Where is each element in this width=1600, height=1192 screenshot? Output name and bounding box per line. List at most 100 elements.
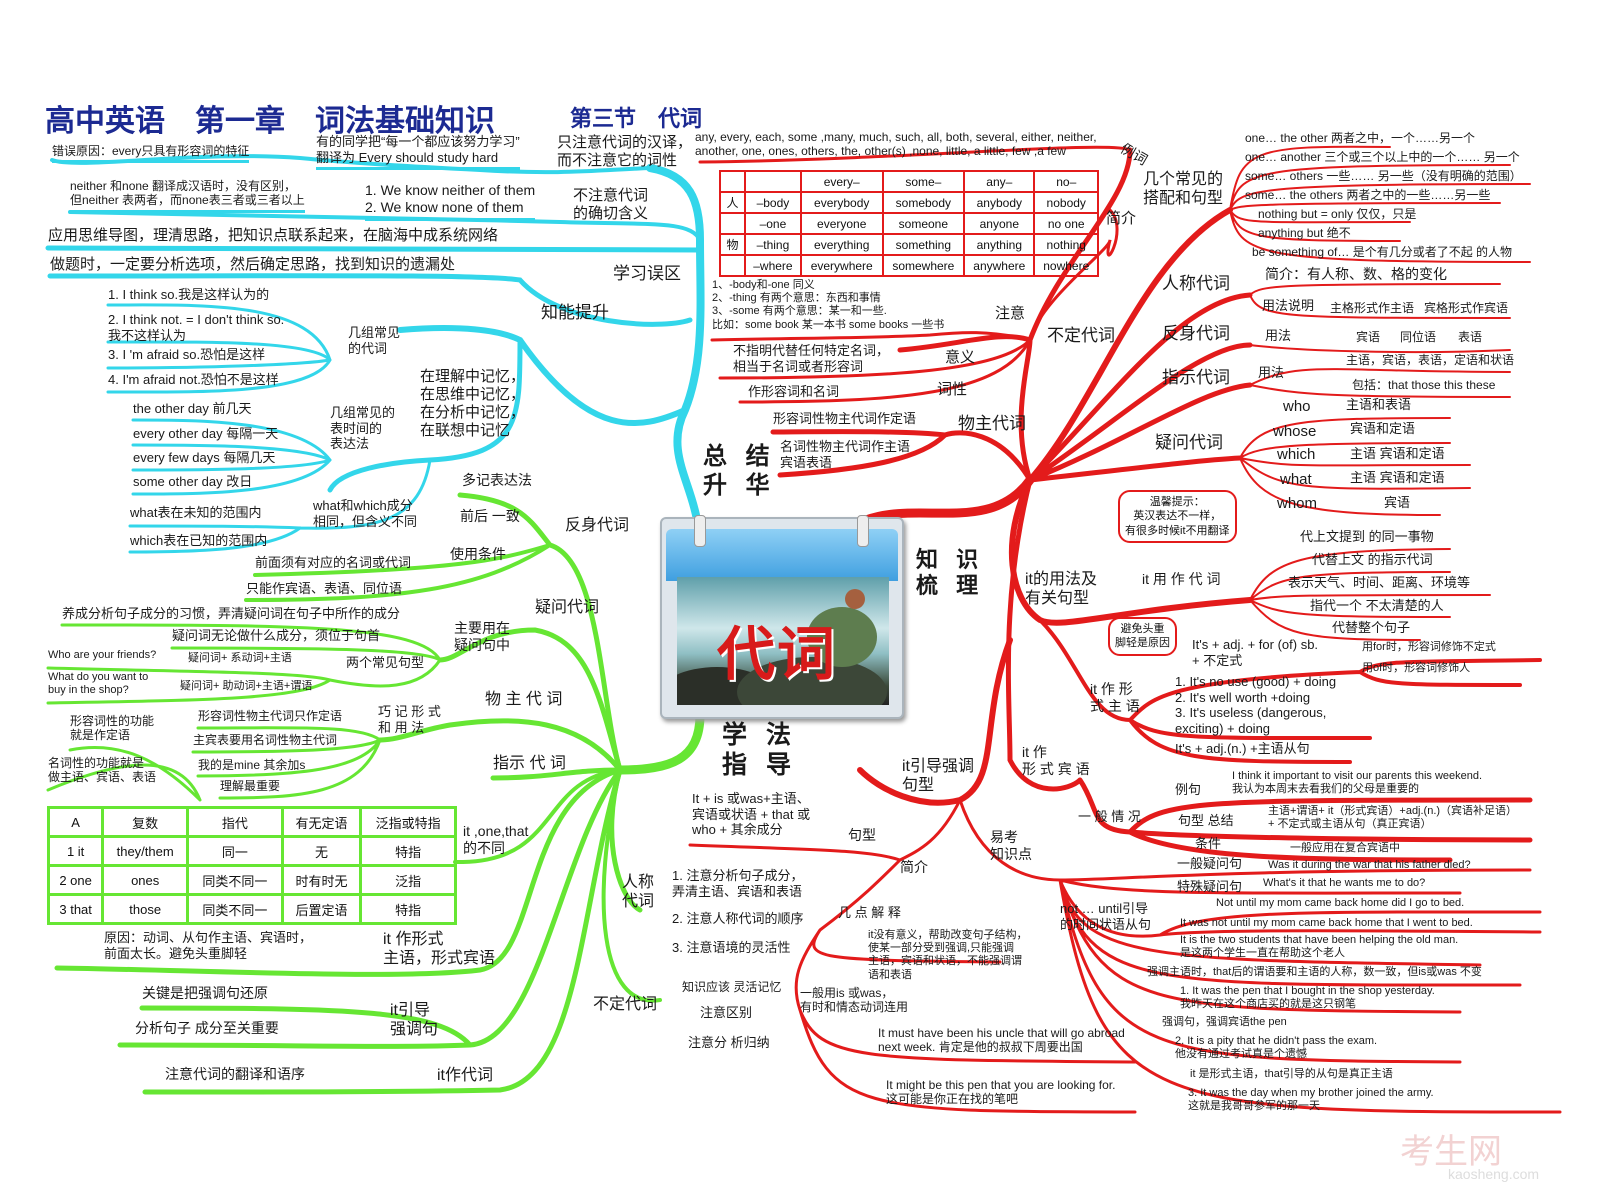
table-cell: somebody: [881, 191, 966, 214]
table-cell: 3 that: [46, 893, 105, 925]
mind-map-node-method-10: Who are your friends?: [48, 649, 157, 661]
mind-map-node-knowledge-31: 指示代词: [1162, 368, 1230, 387]
mind-map-node-knowledge-39: 宾语和定语: [1350, 421, 1416, 436]
mind-map-node-knowledge-62: 例句: [1175, 782, 1202, 797]
mind-map-node-method-28: 分析句子 成分至关重要: [135, 1020, 279, 1036]
mind-map-node-knowledge-18: nothing but = only 仅仅，只是: [1258, 207, 1417, 221]
table-cell: any–: [963, 170, 1036, 193]
mind-map-node-knowledge-50: 代替上文 的指示代词: [1312, 552, 1433, 567]
mind-map-node-method-0: 多记表达法: [462, 472, 532, 488]
mind-map-node-knowledge-10: 形容词性物主代词作定语: [773, 411, 917, 426]
mind-map-node-summary-15: the other day 前几天: [133, 401, 252, 416]
mind-map-node-knowledge-92: It might be this pen that you are lookin…: [886, 1078, 1116, 1107]
table-cell: everyone: [799, 212, 884, 235]
mind-map-node-knowledge-19: anything but 绝不: [1258, 226, 1351, 240]
mind-map-node-knowledge-58: it 作 形 式 主 语: [1090, 681, 1140, 714]
mind-map-node-summary-9: 知能提升: [541, 303, 609, 322]
mind-map-node-knowledge-69: 易考 知识点: [990, 829, 1032, 862]
branch-summary: 总 结 升 华: [703, 443, 776, 499]
mind-map-node-summary-6: 应用思维导图，理清思路，把知识点联系起来，在脑海中成系统网络: [48, 227, 499, 244]
mind-map-node-summary-2: 只注意代词的汉译， 而不注意它的词性: [557, 134, 693, 169]
table-cell: A: [46, 806, 105, 838]
watermark-url: kaosheng.com: [1448, 1166, 1540, 1182]
mind-map-node-summary-17: every few days 每隔几天: [133, 450, 276, 465]
stones-picture: 代词: [677, 577, 889, 705]
mind-map-node-method-13: What do you want to buy in the shop?: [48, 671, 149, 697]
mind-map-node-method-32: 人称 代词: [622, 874, 655, 911]
mind-map-node-method-17: 形容词性的功能 就是作定语: [70, 714, 155, 743]
mind-map-node-knowledge-55: It's + adj. + for (of) sb. + 不定式: [1192, 637, 1319, 668]
table-cell: 人: [719, 191, 746, 214]
table-cell: no–: [1033, 170, 1099, 193]
mind-map-node-knowledge-43: 主语 宾语和定语: [1350, 470, 1445, 485]
table-cell: everybody: [799, 191, 884, 214]
mind-map-node-summary-14: 几组常见 的代词: [348, 325, 401, 356]
table-cell: 泛指: [359, 864, 457, 896]
mind-map-node-knowledge-82: it 是形式主语，that引导的从句是真正主语: [1190, 1068, 1393, 1080]
mind-map-node-method-38: 注意区别: [700, 1005, 753, 1020]
mind-map-node-knowledge-2: 简介: [1106, 210, 1137, 227]
mind-map-node-knowledge-85: It + is 或was+主语、 宾语或状语 + that 或 who + 其余…: [692, 791, 811, 838]
mind-map-node-knowledge-74: not … until引导 的时间状语从句: [1060, 901, 1152, 932]
mind-map-node-summary-18: some other day 改日: [133, 474, 253, 489]
mind-map-node-knowledge-66: 主语+谓语+ it（形式宾语）+adj.(n.)（宾语补足语） + 不定式或主语…: [1268, 805, 1518, 831]
table-cell: someone: [881, 212, 966, 235]
mind-map-node-summary-16: every other day 每隔一天: [133, 426, 279, 441]
mind-map-node-knowledge-83: 3. It was the day when my brother joined…: [1188, 1087, 1434, 1113]
mind-map-node-method-30: 注意代词的翻译和语序: [165, 1066, 305, 1082]
mind-map-node-summary-22: which表在已知的范围内: [130, 533, 268, 548]
table-cell: they/them: [101, 835, 190, 867]
mind-map-node-summary-8: 学习误区: [613, 264, 681, 283]
table-cell: 同类不同一: [186, 893, 284, 925]
watermark-logo: 考生网: [1400, 1133, 1502, 1171]
mind-map-node-method-3: 反身代词: [565, 517, 630, 534]
table-cell: [743, 170, 802, 193]
mind-map-node-knowledge-28: 宾语: [1356, 330, 1381, 344]
mind-map-node-knowledge-21: 人称代词: [1162, 274, 1230, 293]
mind-map-node-summary-0: 错误原因：every只具有形容词的特征: [52, 144, 250, 164]
mind-map-node-knowledge-90: 一般用is 或was， 有时和情态动词连用: [800, 986, 909, 1015]
mind-map-node-knowledge-68: 一般应用在复合宾语中: [1290, 842, 1400, 854]
mind-map-node-knowledge-27: 用法: [1265, 328, 1292, 343]
mind-map-node-knowledge-65: 句型 总结: [1178, 813, 1234, 828]
table-cell: anybody: [963, 191, 1036, 214]
table-cell: –one: [743, 212, 802, 235]
mind-map-node-knowledge-86: 句型: [848, 827, 876, 843]
mind-map-node-knowledge-63: I think it important to visit our parent…: [1232, 770, 1483, 796]
table-cell: nobody: [1033, 191, 1099, 214]
calendar-ring-icon: [857, 515, 869, 547]
table-cell: something: [881, 233, 966, 256]
mind-map-node-knowledge-8: 作形容词和名词: [748, 384, 840, 399]
mind-map-node-knowledge-49: 代上文提到 的同一事物: [1300, 529, 1434, 544]
mind-map-node-method-31: it作代词: [437, 1067, 494, 1084]
mind-map-node-knowledge-25: 宾格形式作宾语: [1424, 301, 1509, 315]
mind-map-node-knowledge-22: 简介：有人称、数、格的变化: [1265, 266, 1447, 282]
mind-map-node-method-33: 1. 注意分析句子成分， 弄清主语、宾语和表语: [672, 868, 804, 899]
mind-map-node-method-11: 疑问词+ 系动词+主语: [188, 652, 292, 664]
mind-map-node-knowledge-13: 几个常见的 搭配和句型: [1143, 171, 1224, 208]
mind-map-node-knowledge-78: 强调主语时，that后的谓语要和主语的人称，数一致，但is或was 不变: [1147, 966, 1482, 978]
mind-map-node-knowledge-41: 主语 宾语和定语: [1350, 446, 1445, 461]
tip-bubble-knowledge-54: 避免头重 脚轻是原因: [1108, 617, 1177, 656]
mind-map-node-knowledge-32: 用法: [1258, 365, 1285, 380]
mind-map-node-knowledge-71: Was it during the war that his father di…: [1268, 859, 1471, 871]
mind-map-node-knowledge-61: it 作 形 式 宾 语: [1022, 744, 1090, 777]
mind-map-node-knowledge-9: 词性: [937, 381, 968, 398]
mind-map-node-method-15: 物 主 代 词: [485, 691, 563, 708]
mind-map-node-knowledge-84: it引导强调 句型: [902, 758, 975, 795]
table-cell: 2 one: [46, 864, 105, 896]
mind-map-node-knowledge-23: 用法说明: [1262, 298, 1315, 313]
mind-map-node-knowledge-87: 简介: [900, 859, 928, 875]
table-cell: –thing: [743, 233, 802, 256]
mind-map-node-method-22: 名词性的功能就是 做主语、宾语、表语: [48, 756, 157, 785]
mind-map-node-summary-20: 在理解中记忆， 在思维中记忆， 在分析中记忆， 在联想中记忆: [420, 368, 526, 439]
center-topic-label: 代词: [717, 622, 838, 687]
mind-map-node-knowledge-6: 不指明代替任何特定名词， 相当于名词或者形容词: [733, 343, 890, 374]
mind-map-node-method-2: 使用条件: [450, 546, 506, 562]
table-cell: 时有时无: [280, 864, 363, 896]
